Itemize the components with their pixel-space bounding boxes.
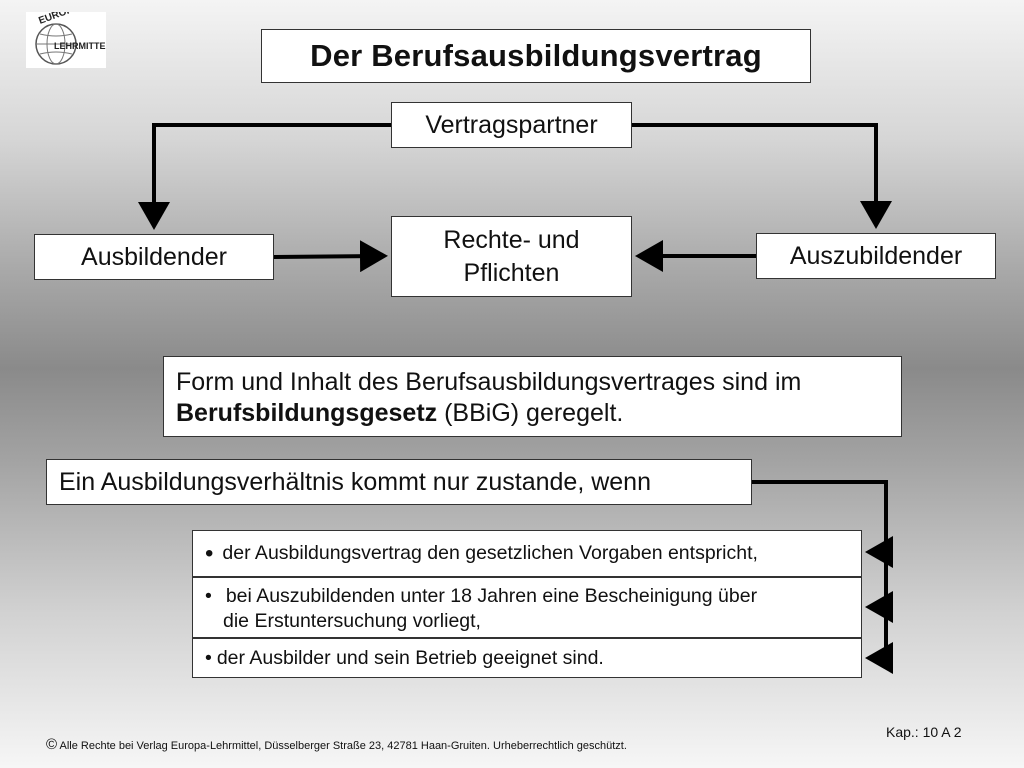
- connector-partner-to-ausbildender: [138, 123, 391, 230]
- connector-partner-to-auszubildender: [632, 123, 892, 229]
- logo-text-lehrmittel: LEHRMITTEL: [54, 41, 106, 51]
- bullet-dot: •: [205, 585, 212, 607]
- bullet-2-line2: die Erstuntersuchung vorliegt,: [223, 610, 481, 632]
- footer-copyright: © Alle Rechte bei Verlag Europa-Lehrmitt…: [46, 736, 627, 753]
- publisher-logo: EUROPA LEHRMITTEL: [26, 2, 111, 68]
- box-rechte-pflichten: Rechte- und Pflichten: [391, 216, 632, 297]
- bullet-1-text: der Ausbildungsvertrag den gesetzlichen …: [222, 542, 758, 564]
- info-line2: Berufsbildungsgesetz (BBiG) geregelt.: [176, 398, 901, 429]
- rechte-line2: Pflichten: [463, 258, 560, 287]
- copyright-text: Alle Rechte bei Verlag Europa-Lehrmittel…: [59, 740, 627, 752]
- connector-ausbildender-to-rechte: [273, 240, 388, 273]
- bullet-box-3: •der Ausbilder und sein Betrieb geeignet…: [192, 638, 862, 678]
- info-line1: Form und Inhalt des Berufsausbildungsver…: [176, 368, 802, 396]
- info-box-bbig: Form und Inhalt des Berufsausbildungsver…: [163, 356, 902, 437]
- info-rest: (BBiG) geregelt.: [437, 399, 624, 427]
- box-vertragspartner: Vertragspartner: [391, 102, 632, 148]
- copyright-symbol: ©: [46, 736, 58, 753]
- page-title: Der Berufsausbildungsvertrag: [261, 29, 811, 83]
- bullet-box-1: • der Ausbildungsvertrag den gesetzlichen…: [192, 530, 862, 577]
- bullet-dot: •: [205, 646, 212, 669]
- box-auszubildender: Auszubildender: [756, 233, 996, 279]
- bullet-3-text: der Ausbilder und sein Betrieb geeignet …: [216, 646, 604, 669]
- bullet-2-line1: bei Auszubildenden unter 18 Jahren eine …: [225, 585, 758, 607]
- condition-box: Ein Ausbildungsverhältnis kommt nur zust…: [46, 459, 752, 505]
- rechte-line1: Rechte- und: [443, 225, 580, 254]
- info-bold-term: Berufsbildungsgesetz: [176, 399, 438, 427]
- box-ausbildender: Ausbildender: [34, 234, 274, 280]
- chapter-label: Kap.: 10 A 2: [886, 724, 962, 740]
- bullet-dot: •: [205, 539, 214, 567]
- bullet-box-2: • bei Auszubildenden unter 18 Jahren eine…: [192, 577, 862, 638]
